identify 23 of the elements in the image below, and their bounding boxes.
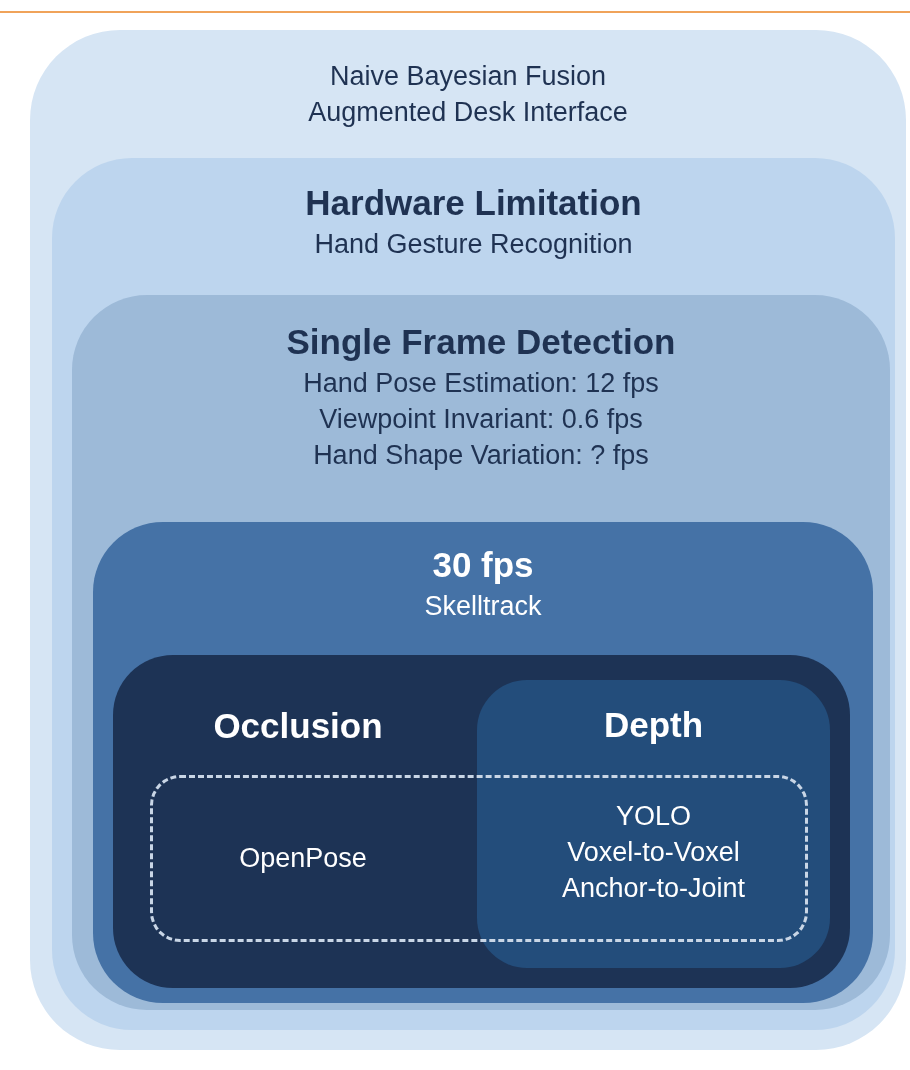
body-text: Skelltrack [424,590,542,623]
heading-text: 30 fps [432,544,534,586]
body-text: Anchor-to-Joint [561,872,746,905]
nested-box [52,158,895,1030]
heading-text: Single Frame Detection [286,321,676,363]
dashed-group-box [150,775,808,942]
body-text: Viewpoint Invariant: 0.6 fps [319,403,643,436]
heading-text: Hardware Limitation [305,182,642,224]
nested-box [93,522,873,1003]
body-text: Voxel-to-Voxel [567,836,740,869]
body-text: Naive Bayesian Fusion [329,60,607,93]
body-text: Augmented Desk Interface [308,96,628,129]
body-text: YOLO [616,800,691,833]
body-text: OpenPose [239,842,367,875]
body-text: Hand Gesture Recognition [314,228,633,261]
nested-box [72,295,890,1010]
heading-text: Depth [603,704,704,746]
nested-box [30,30,906,1050]
body-text: Hand Shape Variation: ? fps [313,439,649,472]
nested-box [113,655,850,988]
nested-box [477,680,830,968]
body-text: Hand Pose Estimation: 12 fps [303,367,659,400]
heading-text: Occlusion [213,705,383,747]
